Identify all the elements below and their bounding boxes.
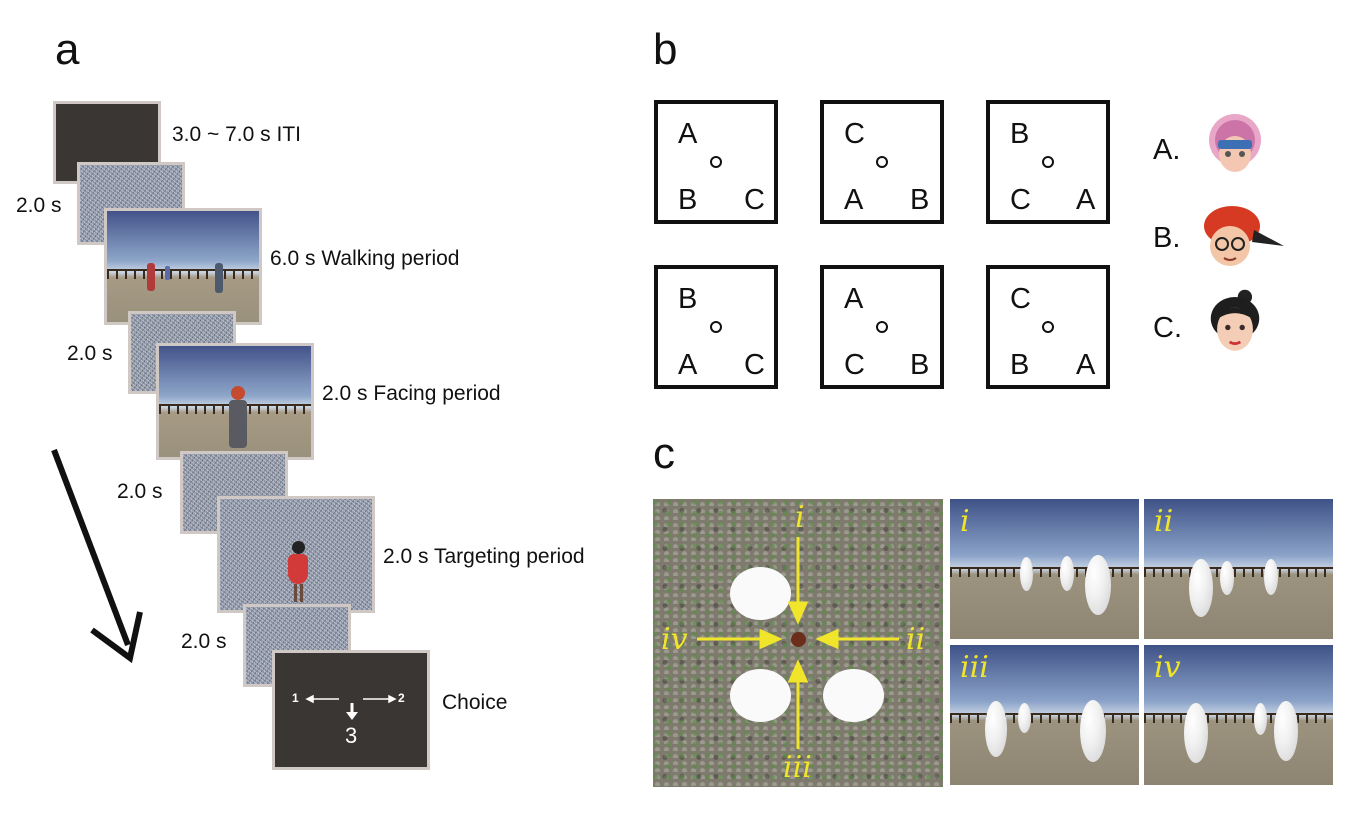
fixation-dot — [876, 321, 888, 333]
layout-box-1: A B C — [654, 100, 778, 224]
target-avatar-head — [292, 541, 305, 554]
layout-6-top: C — [1010, 283, 1031, 315]
layout-3-bottom-right: A — [1076, 184, 1096, 216]
arena-top-view: i ii iii iv — [653, 499, 943, 787]
targeting-screen — [217, 496, 375, 613]
pillar-bottom-left — [730, 669, 791, 722]
pillar-bottom-right — [823, 669, 884, 722]
arrow-label-left: iv — [661, 622, 688, 657]
layout-6-bottom-right: A — [1076, 349, 1096, 381]
facing-avatar-body — [229, 400, 247, 448]
fixation-dot — [710, 321, 722, 333]
layout-box-6: C B A — [986, 265, 1110, 389]
layout-4-top: B — [678, 283, 698, 315]
choice-screen: 1 2 3 — [272, 650, 430, 770]
choice-down-number: 3 — [345, 723, 358, 748]
target-spot — [791, 632, 806, 647]
iti-label: 3.0 ~ 7.0 s ITI — [172, 123, 301, 146]
panel-label-a: a — [55, 25, 80, 74]
layout-box-4: B A C — [654, 265, 778, 389]
layout-3-top: B — [1010, 118, 1030, 150]
fixation-dot — [1042, 321, 1054, 333]
fixation-dot — [710, 156, 722, 168]
layout-box-2: C A B — [820, 100, 944, 224]
view-ii: ii — [1144, 499, 1333, 639]
layout-4-bottom-left: A — [678, 349, 698, 381]
avatar-b-face-icon — [1204, 206, 1284, 266]
layout-2-bottom-left: A — [844, 184, 864, 216]
pillar-top-left — [730, 567, 791, 620]
layout-6-bottom-left: B — [1010, 349, 1030, 381]
layout-5-top: A — [844, 283, 864, 315]
view-iv-label: iv — [1154, 650, 1181, 685]
panel-label-c: c — [653, 429, 675, 478]
choice-arrows-icon — [305, 694, 397, 720]
walking-label: 6.0 s Walking period — [270, 247, 460, 270]
choice-left-number: 1 — [292, 691, 299, 705]
layout-4-bottom-right: C — [744, 349, 765, 381]
walking-avatar-middle — [165, 266, 170, 280]
panel-label-b: b — [653, 25, 678, 74]
walking-avatar-left — [147, 263, 155, 291]
layout-1-top: A — [678, 118, 698, 150]
view-iii-label: iii — [960, 650, 989, 685]
layout-1-bottom-left: B — [678, 184, 698, 216]
avatar-c-face-icon — [1210, 289, 1260, 351]
arrow-label-top: i — [795, 500, 805, 535]
layout-5-bottom-left: C — [844, 349, 865, 381]
fixation-dot — [1042, 156, 1054, 168]
layout-box-5: A C B — [820, 265, 944, 389]
avatar-a-face-icon — [1209, 114, 1261, 172]
target-avatar-dress — [288, 554, 308, 584]
layout-box-3: B C A — [986, 100, 1110, 224]
viewpoint-arrows-icon — [697, 537, 899, 749]
view-iv: iv — [1144, 645, 1333, 785]
time-arrow-icon — [51, 448, 143, 664]
view-i: i — [950, 499, 1139, 639]
facing-screen — [156, 343, 314, 460]
fixation-dot — [876, 156, 888, 168]
targeting-label: 2.0 s Targeting period — [383, 545, 585, 568]
walking-screen — [104, 208, 262, 325]
layout-5-bottom-right: B — [910, 349, 930, 381]
legend-label-b: B. — [1153, 222, 1181, 254]
layout-2-bottom-right: B — [910, 184, 930, 216]
walking-avatar-right — [215, 263, 223, 293]
arrow-label-bottom: iii — [783, 750, 812, 785]
facing-avatar-head — [231, 386, 245, 400]
view-ii-label: ii — [1154, 504, 1174, 539]
layout-2-top: C — [844, 118, 865, 150]
view-iii: iii — [950, 645, 1139, 785]
layout-3-bottom-left: C — [1010, 184, 1031, 216]
legend-label-c: C. — [1153, 312, 1182, 344]
view-i-label: i — [960, 504, 970, 539]
facing-label: 2.0 s Facing period — [322, 382, 501, 405]
mask-label-1: 2.0 s — [16, 194, 62, 217]
choice-label: Choice — [442, 691, 508, 714]
mask-label-3: 2.0 s — [117, 480, 163, 503]
legend-label-a: A. — [1153, 134, 1181, 166]
arrow-label-right: ii — [906, 622, 926, 657]
choice-right-number: 2 — [398, 691, 405, 705]
mask-label-2: 2.0 s — [67, 342, 113, 365]
mask-label-4: 2.0 s — [181, 630, 227, 653]
layout-1-bottom-right: C — [744, 184, 765, 216]
